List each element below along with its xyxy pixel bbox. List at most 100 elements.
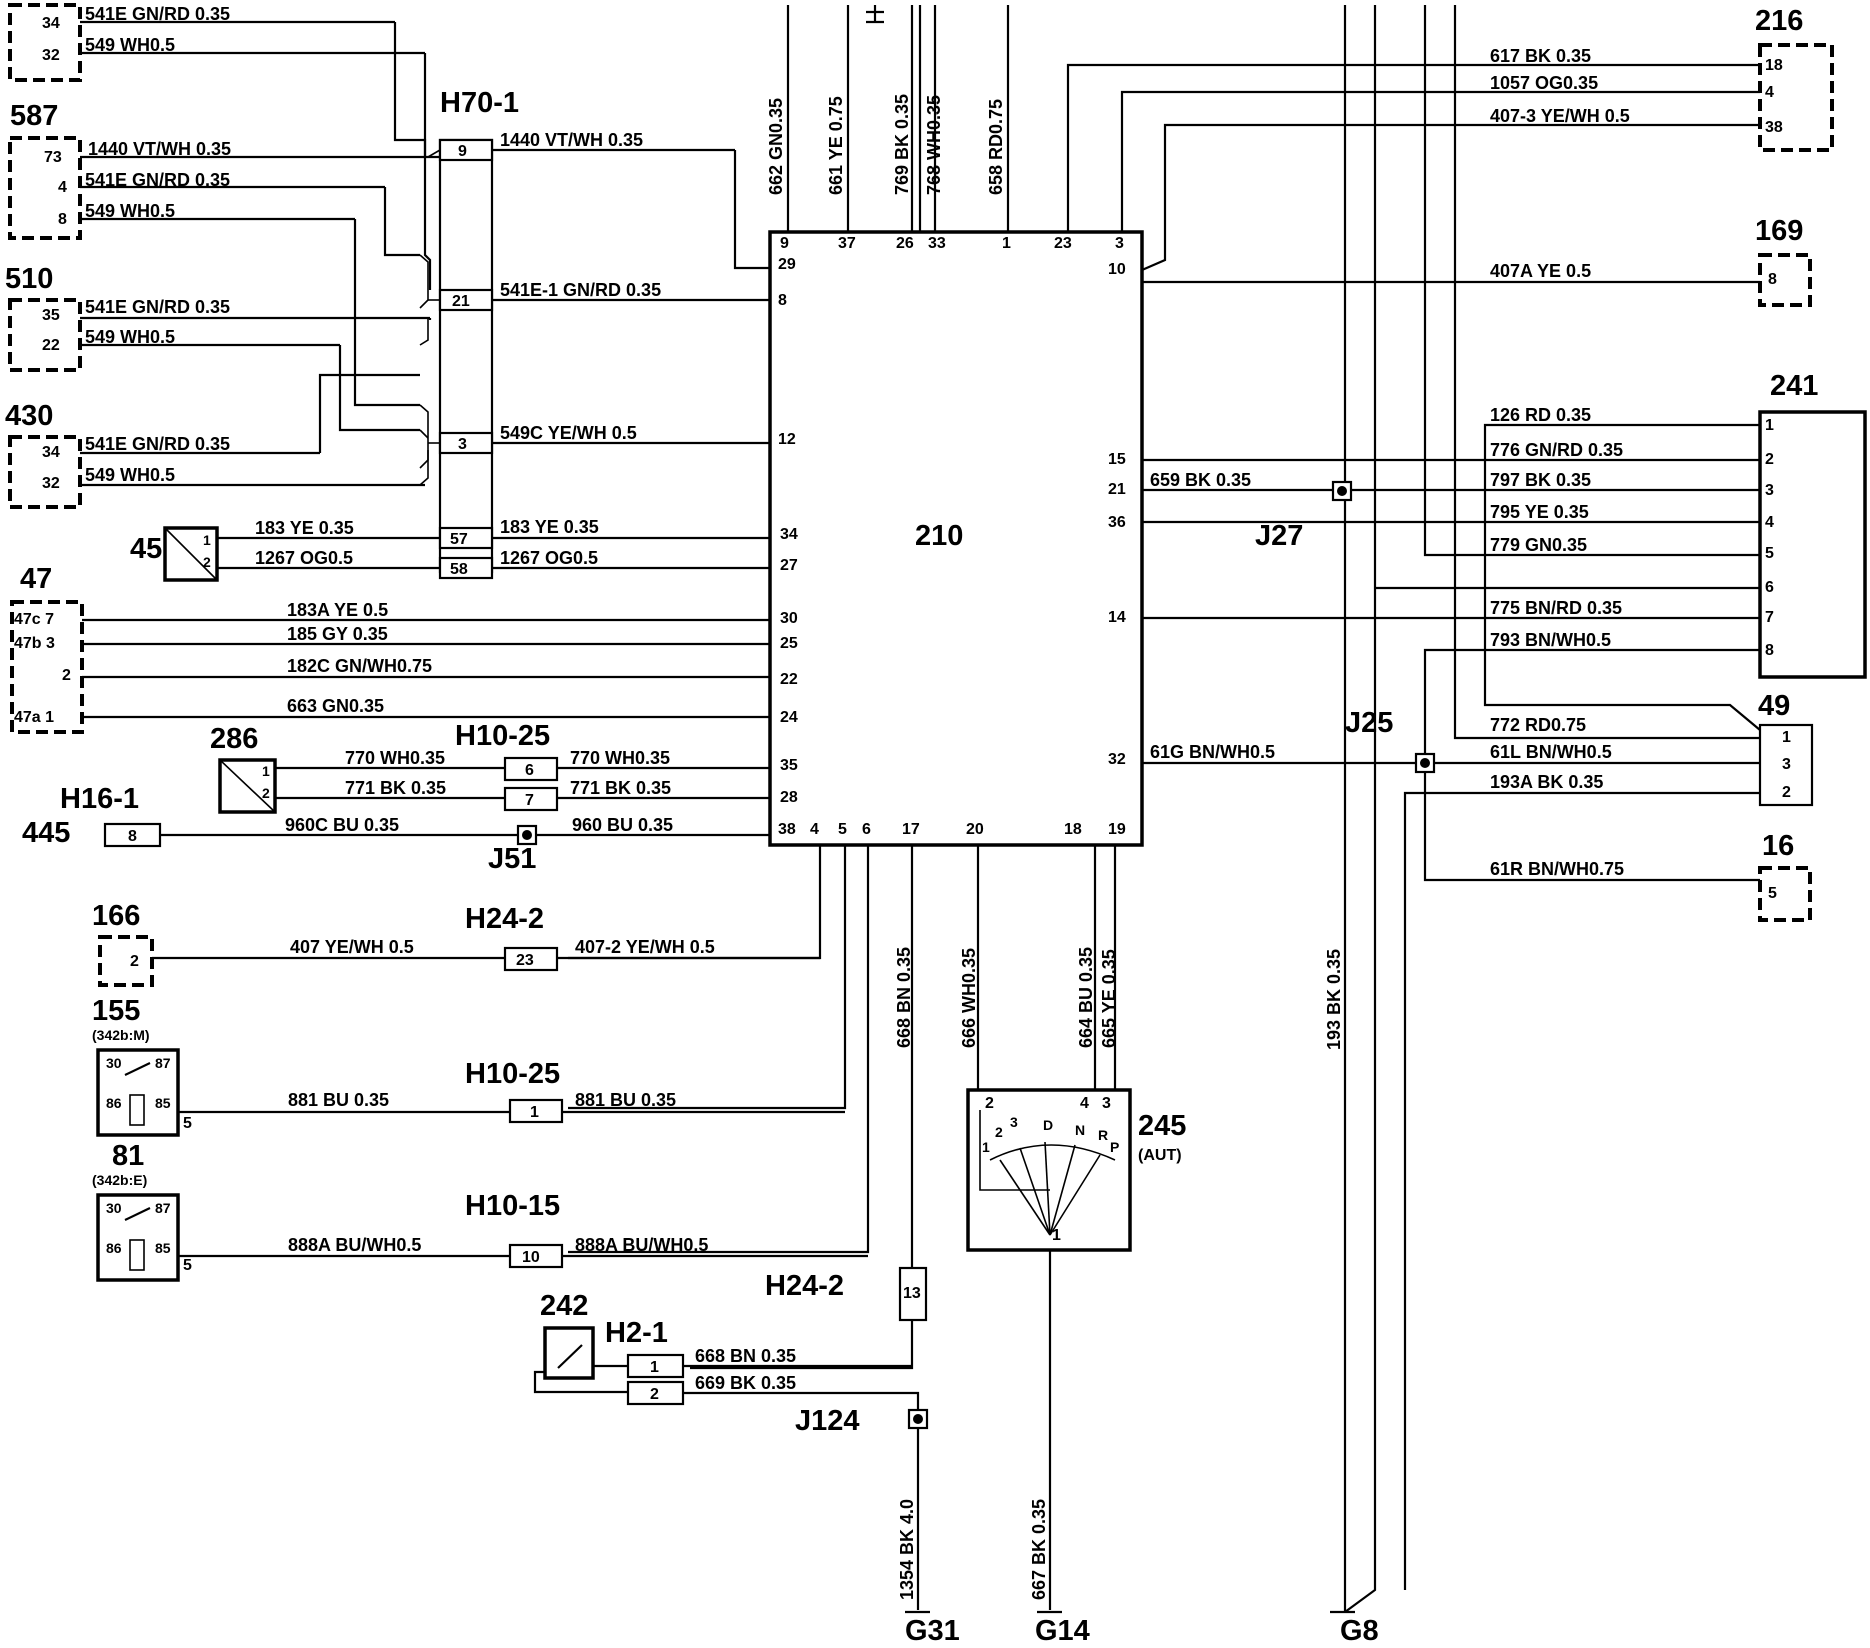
wire-label-61r: 61R BN/WH0.75 — [1490, 859, 1624, 879]
svg-text:87: 87 — [155, 1055, 171, 1071]
wire-label-193a: 193A BK 0.35 — [1490, 772, 1603, 792]
h70-pin-9: 9 — [458, 143, 467, 160]
pin-34-430: 34 — [42, 444, 60, 461]
pin-12: 12 — [778, 431, 796, 448]
wire-label-960c: 960C BU 0.35 — [285, 815, 399, 835]
module-210-label: 210 — [915, 520, 963, 552]
wire-label-662: 662 GN0.35 — [766, 98, 786, 195]
svg-text:1: 1 — [1765, 417, 1774, 434]
pin-286-2: 2 — [262, 785, 270, 801]
pin-73: 73 — [44, 149, 62, 166]
ground-g31: G31 — [905, 1615, 960, 1647]
pin-38: 38 — [778, 821, 796, 838]
wire-label-185: 185 GY 0.35 — [287, 624, 388, 644]
wire-label-61g: 61G BN/WH0.5 — [1150, 742, 1275, 762]
pin-155-5: 5 — [183, 1115, 192, 1132]
ground-g8: G8 — [1340, 1615, 1379, 1647]
svg-text:5: 5 — [1765, 545, 1774, 562]
connector-h24-2-label: H24-2 — [465, 903, 544, 935]
wire-label-666: 666 WH0.35 — [959, 948, 979, 1048]
component-16-label: 16 — [1762, 830, 1794, 862]
wire-label-407a: 407A YE 0.5 — [1490, 261, 1591, 281]
pin-34: 34 — [780, 526, 798, 543]
splice-j51-label: J51 — [488, 843, 536, 875]
wire-label-1267: 1267 OG0.5 — [255, 548, 353, 568]
pin-24: 24 — [780, 709, 798, 726]
connector-169 — [1758, 253, 1812, 307]
h10-pin-7: 7 — [525, 792, 534, 809]
component-430-label: 430 — [5, 400, 53, 432]
pin-6: 6 — [862, 821, 871, 838]
wire-label-771-b: 771 BK 0.35 — [570, 778, 671, 798]
pin-17: 17 — [902, 821, 920, 838]
wire-label-541e-510: 541E GN/RD 0.35 — [85, 297, 230, 317]
pin-14: 14 — [1108, 609, 1126, 626]
component-242-label: 242 — [540, 1290, 588, 1322]
connector-510 — [8, 298, 82, 372]
pin-15: 15 — [1108, 451, 1126, 468]
wire-label-126: 126 RD 0.35 — [1490, 405, 1591, 425]
wire-label-770-b: 770 WH0.35 — [570, 748, 670, 768]
component-286-label: 286 — [210, 723, 258, 755]
svg-text:2: 2 — [1765, 451, 1774, 468]
h70-pin-3: 3 — [458, 436, 467, 453]
pin-29: 29 — [778, 256, 796, 273]
h2-pin-2: 2 — [650, 1386, 659, 1403]
component-155-label: 155 — [92, 995, 140, 1027]
module-210-box — [768, 230, 1144, 847]
pin-45-2: 2 — [203, 554, 211, 570]
h16-pin-8: 8 — [128, 828, 137, 845]
svg-text:4: 4 — [1765, 514, 1774, 531]
component-510-label: 510 — [5, 263, 53, 295]
h2-pin-1: 1 — [650, 1359, 659, 1376]
h70-pin-58: 58 — [450, 561, 468, 578]
h10b-pin-1: 1 — [530, 1104, 539, 1121]
wire-label-771: 771 BK 0.35 — [345, 778, 446, 798]
pin-22: 22 — [780, 671, 798, 688]
wire-label-668-v: 668 BN 0.35 — [894, 947, 914, 1048]
connector-h70-1-label: H70-1 — [440, 87, 519, 119]
pin-8: 8 — [778, 292, 787, 309]
connector-h70-1 — [438, 138, 494, 574]
wire-label-183a: 183A YE 0.5 — [287, 600, 388, 620]
svg-text:P: P — [1110, 1139, 1119, 1155]
svg-text:4: 4 — [1765, 84, 1774, 101]
pin-1: 1 — [1002, 235, 1011, 252]
pin-28: 28 — [780, 789, 798, 806]
svg-text:3: 3 — [1010, 1114, 1018, 1130]
pin-36: 36 — [1108, 514, 1126, 531]
component-47-label: 47 — [20, 563, 52, 595]
wire-label-61l: 61L BN/WH0.5 — [1490, 742, 1612, 762]
wire-label-183: 183 YE 0.35 — [255, 518, 354, 538]
pin-47c: 47c 7 — [14, 611, 54, 628]
connector-166 — [98, 935, 154, 987]
wire-label-888a: 888A BU/WH0.5 — [288, 1235, 421, 1255]
wire-label-772: 772 RD0.75 — [1490, 715, 1586, 735]
h10-pin-6: 6 — [525, 762, 534, 779]
pin-3: 3 — [1115, 235, 1124, 252]
pin-25: 25 — [780, 635, 798, 652]
wire-label-541e-top: 541E GN/RD 0.35 — [85, 4, 230, 24]
wire-label-797: 797 BK 0.35 — [1490, 470, 1591, 490]
svg-text:3: 3 — [1102, 1095, 1111, 1112]
svg-text:85: 85 — [155, 1095, 171, 1111]
pin-9: 9 — [780, 235, 789, 252]
component-166-label: 166 — [92, 900, 140, 932]
component-587-label: 587 — [10, 100, 58, 132]
svg-text:86: 86 — [106, 1240, 122, 1256]
pin-166-2: 2 — [130, 953, 139, 970]
wire-label-182c: 182C GN/WH0.75 — [287, 656, 432, 676]
svg-text:1: 1 — [1782, 729, 1791, 746]
wire-label-770: 770 WH0.35 — [345, 748, 445, 768]
h70-pin-21: 21 — [452, 293, 470, 310]
wire-label-193: 193 BK 0.35 — [1324, 949, 1344, 1050]
pin-23: 23 — [1054, 235, 1072, 252]
svg-text:1: 1 — [982, 1139, 990, 1155]
pin-286-1: 1 — [262, 763, 270, 779]
pin-35-510: 35 — [42, 307, 60, 324]
relay-155 — [96, 1048, 180, 1137]
pin-32-top: 32 — [42, 47, 60, 64]
svg-text:38: 38 — [1765, 119, 1783, 136]
wire-label-795: 795 YE 0.35 — [1490, 502, 1589, 522]
